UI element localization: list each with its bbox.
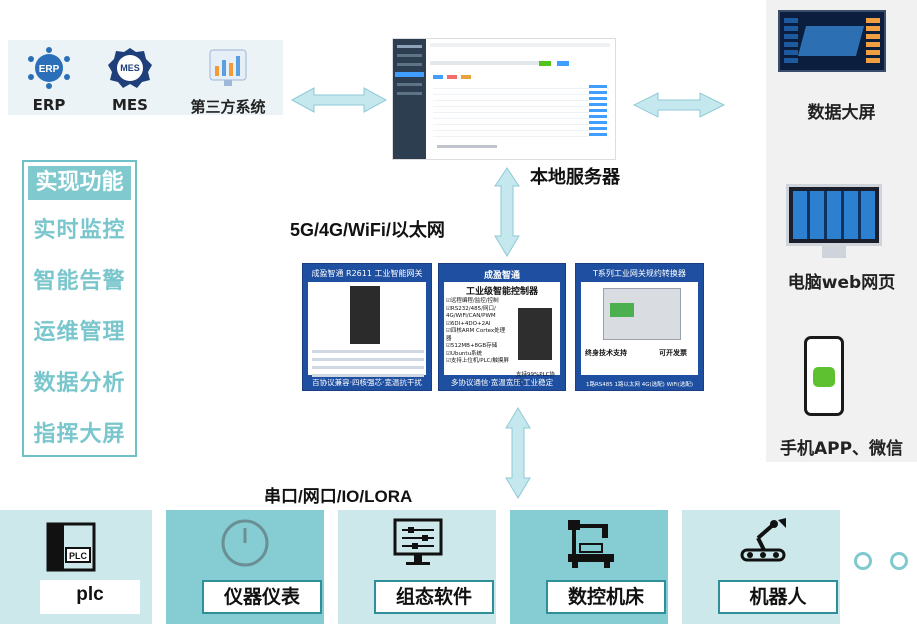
gauge-icon: [221, 519, 269, 567]
monitor-sliders-icon: [393, 518, 443, 565]
plc-icon: PLC: [46, 522, 96, 572]
converter-invoice: 可开发票: [659, 349, 687, 357]
erp-system: ERP ERP: [20, 46, 78, 114]
arrow-systems-server: [290, 87, 388, 113]
controller-spec: ☑四核ARM Cortex处理器: [446, 328, 506, 342]
field-device-label: 组态软件: [374, 580, 494, 614]
field-device-label: 数控机床: [546, 580, 666, 614]
arrow-server-devices: [494, 167, 520, 257]
field-device-cnc: 数控机床: [510, 510, 668, 624]
big-screen-image: [778, 10, 886, 72]
controller-note: 支持99%PLC协议: [516, 372, 555, 386]
converter-device-image: [603, 288, 681, 340]
mes-icon: MES: [108, 48, 152, 88]
device-footer: 多协议通信·宽温宽压·工业稳定: [450, 378, 554, 387]
more-dot: [890, 552, 908, 570]
gateway-device-image: [350, 286, 380, 344]
server-sidebar: [393, 39, 426, 159]
erp-icon: ERP: [28, 47, 70, 89]
controller-spec: ☑支持上位机/PLC/触摸屏: [446, 358, 509, 364]
device-title: T系列工业网关规约转换器: [593, 269, 686, 278]
device-footer: 1路RS485 1路以太网 4G(选配) WiFi(选配): [585, 382, 694, 388]
feature-item: 智能告警: [33, 269, 126, 294]
controller-spec: ☑6DI+4DO+2AI: [446, 320, 491, 327]
gateway-r2611: 成盈智通 R2611 工业智能网关 百协议兼容·四核强芯·宽温抗干扰: [302, 263, 432, 391]
field-device-plc: PLC plc: [0, 510, 152, 624]
field-device-label: 仪器仪表: [202, 580, 322, 614]
device-title: 成盈智通: [483, 271, 520, 281]
device-footer: 百协议兼容·四核强芯·宽温抗干扰: [312, 378, 422, 387]
network-label: 5G/4G/WiFi/以太网: [290, 220, 445, 240]
erp-badge: ERP: [39, 64, 60, 75]
controller-device-image: [518, 308, 552, 360]
monitor-stand: [822, 246, 846, 258]
protocol-converter: T系列工业网关规约转换器 终身技术支持 可开发票 1路RS485 1路以太网 4…: [575, 263, 704, 391]
desktop-monitor-image: [786, 184, 882, 246]
server-label: 本地服务器: [530, 167, 620, 188]
arrow-devices-field: [505, 407, 531, 499]
erp-label: ERP: [32, 96, 66, 114]
dashboard-icon: [209, 49, 247, 86]
controller-spec: 4G/WiFi/CAN/PWM: [446, 313, 496, 319]
industrial-controller: 成盈智通 工业级智能控制器 ☑远程编程/监控/控制 ☑RS232/485/网口/…: [438, 263, 566, 391]
converter-support: 终身技术支持: [585, 349, 627, 357]
controller-spec: ☑512MB+8GB存储: [446, 343, 498, 349]
external-systems-panel: ERP ERP MES MES 第三方系统: [8, 40, 283, 117]
controller-spec: ☑远程编程/监控/控制: [446, 298, 499, 304]
arrow-server-clients: [632, 92, 726, 118]
web-label: 电脑web网页: [787, 273, 896, 293]
controller-title: 工业级智能控制器: [465, 287, 538, 297]
mes-badge: MES: [120, 63, 140, 73]
robot-arm-icon: [740, 518, 786, 562]
feature-item: 实时监控: [33, 218, 126, 243]
field-device-scada: 组态软件: [338, 510, 496, 624]
controller-spec: ☑RS232/485/网口/: [446, 305, 496, 312]
cnc-machine-icon: [568, 520, 614, 568]
server-screenshot: [392, 38, 616, 160]
client-panel: 数据大屏 电脑web网页 手机APP、微信: [766, 0, 917, 462]
third-party-system: 第三方系统: [178, 46, 278, 117]
feature-item: 运维管理: [33, 320, 126, 345]
phone-image: [804, 336, 844, 416]
field-device-label: 机器人: [718, 580, 838, 614]
controller-spec: ☑Ubuntu系统: [446, 350, 483, 357]
features-title: 实现功能: [28, 166, 131, 200]
more-dot: [854, 552, 872, 570]
wechat-icon: [813, 367, 835, 387]
feature-item: 指挥大屏: [33, 422, 126, 447]
big-screen-label: 数据大屏: [807, 103, 876, 123]
field-device-label: plc: [40, 580, 140, 614]
field-device-instrument: 仪器仪表: [166, 510, 324, 624]
feature-item: 数据分析: [33, 371, 126, 396]
serial-label: 串口/网口/IO/LORA: [264, 487, 413, 506]
device-title: 成盈智通 R2611 工业智能网关: [311, 269, 423, 278]
mes-label: MES: [112, 96, 148, 114]
mes-system: MES MES: [100, 46, 160, 114]
plc-icon-text: PLC: [69, 551, 88, 561]
app-label: 手机APP、微信: [779, 439, 904, 459]
field-device-robot: 机器人: [682, 510, 840, 624]
features-panel: 实现功能 实时监控 智能告警 运维管理 数据分析 指挥大屏: [22, 160, 137, 457]
third-party-label: 第三方系统: [190, 98, 266, 116]
